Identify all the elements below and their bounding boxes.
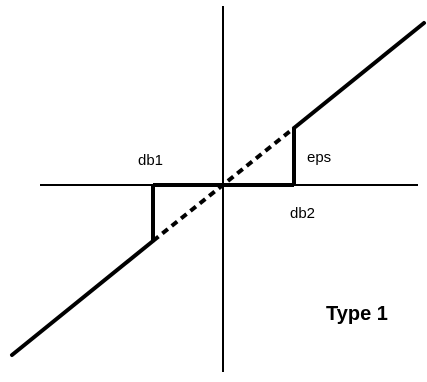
label-db1: db1 <box>138 152 163 169</box>
dashed-identity-line <box>151 126 296 243</box>
label-eps: eps <box>307 149 331 166</box>
upper-response-line <box>292 21 426 130</box>
diagram-title: Type 1 <box>326 303 388 325</box>
label-db2: db2 <box>290 205 315 222</box>
lower-response-line <box>10 239 155 357</box>
